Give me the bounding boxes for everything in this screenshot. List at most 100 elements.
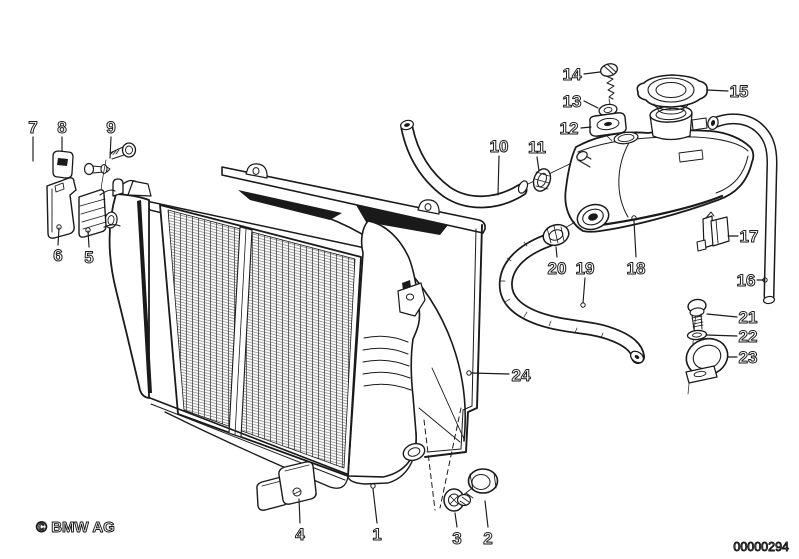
- callout-label-2[interactable]: 2: [483, 529, 493, 549]
- shroud-tab-right-hole: [424, 203, 432, 211]
- radiator-drain-port: [402, 442, 426, 462]
- washer-22-hole: [692, 332, 702, 338]
- callout-dot-5: [85, 227, 91, 233]
- screw-14-axis: [608, 98, 611, 105]
- callout-leader-24: [470, 372, 510, 375]
- cap-and-fasteners: [589, 63, 708, 142]
- shroud-top-bar: [221, 166, 486, 234]
- callout-label-4[interactable]: 4: [295, 525, 306, 545]
- expansion-tank: [551, 103, 755, 237]
- callout-label-7[interactable]: 7: [28, 118, 38, 138]
- callout-label-20[interactable]: 20: [547, 259, 567, 279]
- callout-leader-2: [484, 500, 489, 528]
- callout-label-3[interactable]: 3: [452, 529, 462, 549]
- left-tank-tab: [127, 180, 152, 197]
- fan-shroud: [221, 163, 486, 458]
- callout-label-17[interactable]: 17: [739, 227, 759, 247]
- callout-leader-1: [372, 488, 378, 524]
- callout-label-18[interactable]: 18: [626, 259, 646, 279]
- callout-label-23[interactable]: 23: [738, 348, 758, 368]
- clamp-23-slot: [693, 370, 707, 378]
- callout-label-1[interactable]: 1: [372, 525, 382, 545]
- shroud-shadow-right: [356, 205, 448, 235]
- callout-dot-6: [56, 224, 62, 230]
- plug-2-head: [467, 468, 499, 494]
- callout-label-22[interactable]: 22: [738, 327, 758, 347]
- lower-hose: [498, 223, 645, 364]
- tank-outlet-mid: [582, 208, 604, 226]
- callout-label-6[interactable]: 6: [53, 246, 63, 266]
- callout-leader-22: [705, 334, 738, 337]
- tank-dome-line: [618, 140, 631, 218]
- screw-head: [121, 142, 137, 158]
- callout-dot-19: [580, 302, 586, 308]
- tank-bracket: [696, 211, 730, 252]
- callout-label-15[interactable]: 15: [729, 82, 749, 102]
- callout-label-16[interactable]: 16: [736, 271, 756, 291]
- hose-16-bore: [710, 120, 716, 126]
- callout-dot-24: [466, 370, 472, 376]
- end-tank-bracket-hole: [405, 293, 415, 301]
- callout-label-13[interactable]: 13: [562, 92, 582, 112]
- callout-label-8[interactable]: 8: [57, 118, 67, 138]
- radiator-left-tank: [108, 193, 150, 399]
- washer-22: [686, 329, 708, 341]
- core-divider-line: [234, 228, 247, 436]
- bolt-21-threads: [691, 315, 704, 328]
- callout-leader-21: [706, 313, 738, 318]
- callout-label-21[interactable]: 21: [738, 308, 758, 328]
- mount-4-bracket-line: [284, 464, 310, 472]
- pin-head: [83, 162, 95, 176]
- plug-2-thread-end: [456, 493, 472, 507]
- radiator-mount: [256, 461, 317, 511]
- mounting-hardware-left: [46, 142, 137, 239]
- plate-12-axis: [606, 135, 613, 142]
- callout-label-24[interactable]: 24: [511, 366, 531, 386]
- bolt-21-collar: [689, 307, 705, 317]
- clamp-hardware: [685, 298, 729, 395]
- callout-label-5[interactable]: 5: [84, 248, 94, 268]
- neck-hose-tab: [691, 117, 708, 131]
- plate-12-hole: [604, 121, 612, 127]
- plug-2-head-inner: [471, 474, 491, 490]
- radiator-bottom-frame: [149, 397, 348, 475]
- callout-label-14[interactable]: 14: [562, 65, 582, 85]
- callout-leader-13: [583, 100, 599, 109]
- bracket-plate: [46, 177, 77, 239]
- tank-body: [564, 129, 755, 233]
- end-tank-rib: [362, 359, 410, 367]
- washer-3-marks: [449, 495, 459, 505]
- rubber-mount-ridges: [79, 198, 107, 230]
- tank-outlet-bore: [588, 213, 598, 221]
- mount-4-bracket: [278, 461, 317, 505]
- left-tank-stub: [112, 178, 124, 197]
- hose-19-bore: [634, 355, 640, 359]
- bracket-17-foot: [696, 239, 707, 252]
- callout-leader-20: [555, 246, 558, 258]
- plug-2-facets: [469, 472, 497, 491]
- tank-label-sticker: [678, 149, 704, 163]
- shroud-tab-left-hole: [252, 167, 260, 175]
- callout-label-12[interactable]: 12: [559, 119, 579, 139]
- washer-13-hole: [603, 106, 613, 114]
- screw-14-threads: [605, 75, 615, 100]
- cap-ring-inner: [655, 82, 687, 98]
- callout-label-11[interactable]: 11: [528, 138, 547, 158]
- callout-label-19[interactable]: 19: [575, 259, 595, 279]
- screw-head-inner: [125, 145, 133, 155]
- callout-label-10[interactable]: 10: [489, 137, 509, 157]
- callout-label-9[interactable]: 9: [106, 118, 116, 138]
- vent-hose: [400, 119, 579, 209]
- hose-19-texture: [499, 241, 604, 339]
- overflow-hose: [707, 113, 778, 305]
- bracket-plate-slot: [54, 182, 65, 193]
- radiator-drain-port-inner: [407, 447, 421, 457]
- drain-plug-assembly: [423, 407, 499, 512]
- callout-leader-19: [582, 277, 586, 304]
- screw-14-slot: [603, 63, 617, 75]
- mount-arms: [99, 189, 121, 228]
- end-tank-rib: [362, 371, 411, 379]
